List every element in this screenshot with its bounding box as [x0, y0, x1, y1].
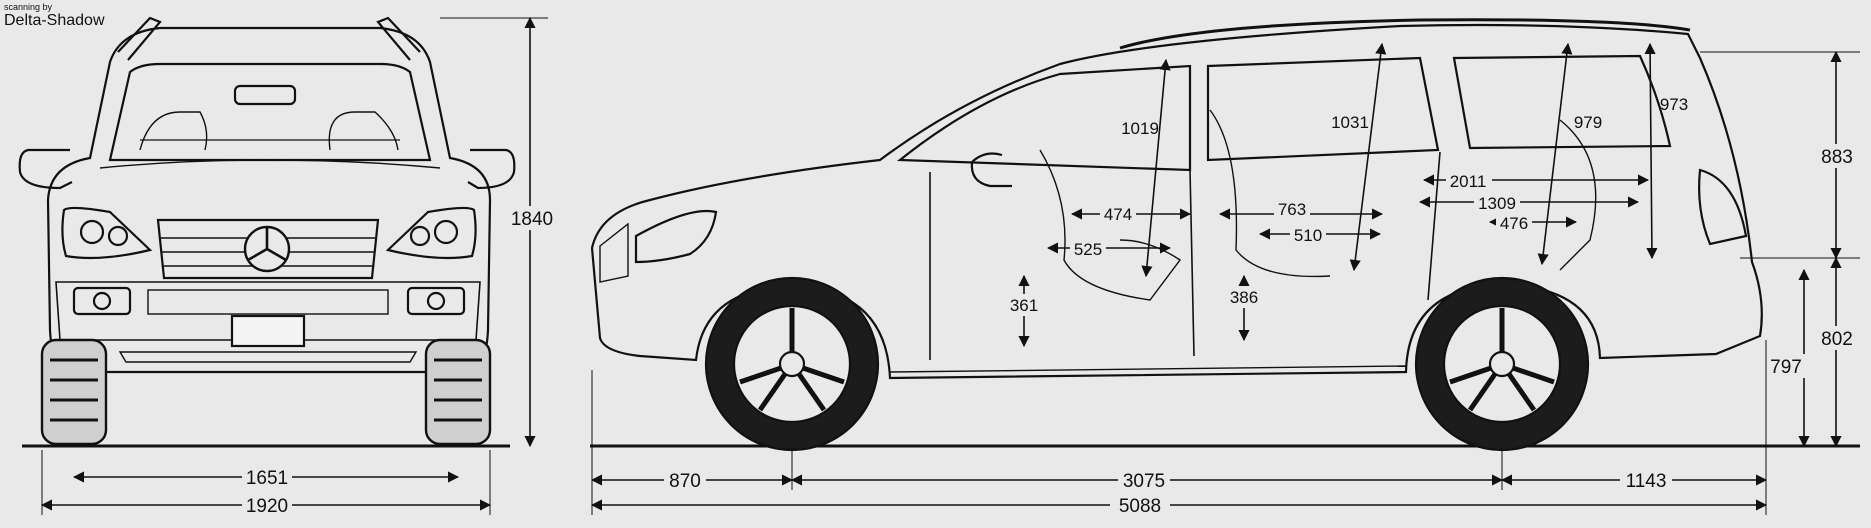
label-second-seat-height: 386 — [1230, 288, 1258, 307]
label-front-track: 1651 — [246, 468, 288, 489]
front-roof-rail-left — [117, 16, 162, 61]
rear-wheel — [1414, 276, 1590, 452]
front-grille — [156, 218, 380, 280]
label-third-seat-depth: 476 — [1500, 214, 1528, 233]
label-rear-sill-height: 797 — [1770, 357, 1802, 378]
label-cargo-length-max: 2011 — [1450, 172, 1487, 191]
rear-view-mirror — [233, 84, 297, 106]
label-rear-upper-height: 883 — [1821, 147, 1853, 168]
front-wheel — [704, 276, 880, 452]
side-mirror — [970, 152, 1012, 188]
dimension-labels: 1840 1651 1920 870 3075 1143 5088 883 80… — [242, 95, 1862, 517]
label-second-seat-depth: 510 — [1294, 226, 1322, 245]
scanner-credit-name: Delta-Shadow — [4, 12, 105, 29]
third-row-window — [1452, 54, 1672, 150]
front-mirror-right — [467, 148, 516, 190]
license-plate — [230, 314, 306, 348]
headlight-left — [61, 206, 153, 260]
headlight-right — [385, 206, 477, 260]
front-view — [18, 16, 516, 448]
label-front-overhang: 870 — [669, 471, 701, 492]
label-rear-lower-height: 802 — [1821, 329, 1853, 350]
label-front-legroom: 525 — [1074, 240, 1102, 259]
label-rear-overhang: 1143 — [1626, 471, 1667, 492]
fog-lamp-left — [72, 286, 132, 316]
label-cargo-length: 1309 — [1478, 194, 1516, 213]
front-roof-rail-right — [376, 16, 421, 61]
windshield — [108, 62, 432, 162]
label-headroom-front: 1019 — [1121, 119, 1159, 138]
label-headroom-rear: 973 — [1660, 95, 1688, 114]
label-headroom-third: 979 — [1574, 113, 1602, 132]
side-roof-rail — [1119, 18, 1691, 50]
side-view — [590, 18, 1860, 452]
label-front-width: 1920 — [246, 496, 288, 517]
lower-grille — [147, 289, 389, 315]
fog-lamp-right — [406, 286, 466, 316]
scanner-credit-label: scanning by — [4, 2, 53, 12]
label-overall-length: 5088 — [1119, 496, 1161, 517]
label-headroom-second: 1031 — [1331, 113, 1369, 132]
front-tyre-right — [424, 338, 492, 446]
side-headlight — [634, 209, 718, 264]
label-wheelbase: 3075 — [1123, 471, 1165, 492]
label-front-seat-depth: 474 — [1104, 205, 1132, 224]
label-front-height: 1840 — [511, 209, 553, 230]
tail-light — [1698, 168, 1748, 246]
label-front-seat-height: 361 — [1010, 296, 1038, 315]
front-tyre-left — [40, 338, 108, 446]
second-seat-outline — [1209, 109, 1331, 278]
front-mirror-left — [18, 148, 73, 190]
third-seat-outline — [1559, 119, 1597, 271]
label-second-row-length: 763 — [1278, 200, 1306, 219]
rear-side-window — [1206, 56, 1440, 162]
front-side-window — [896, 64, 1192, 172]
